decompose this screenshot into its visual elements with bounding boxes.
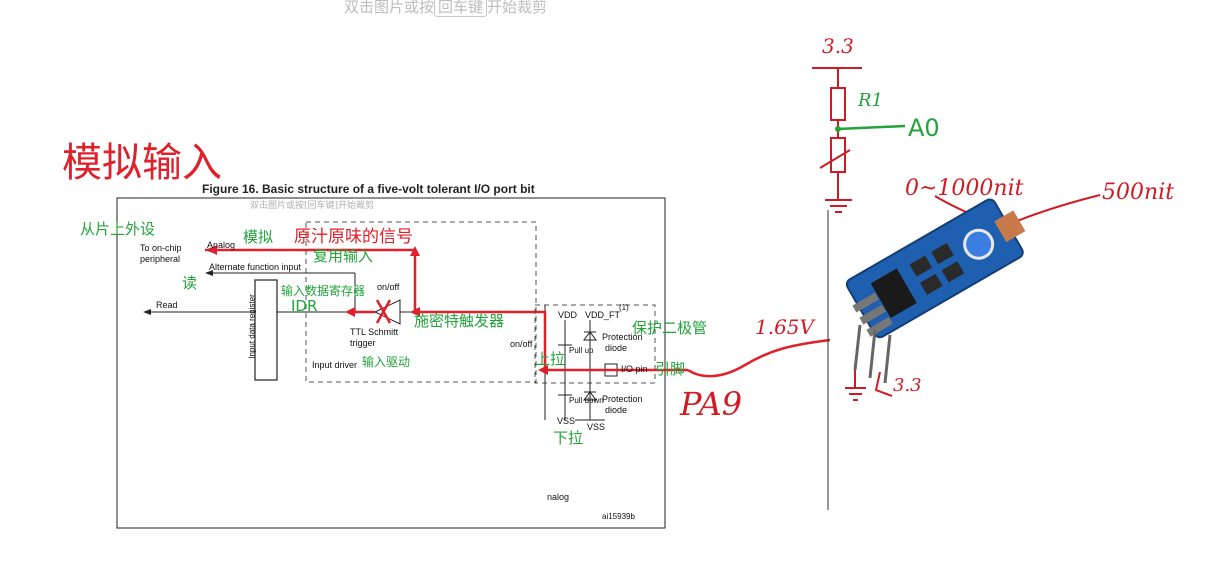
label-read: Read bbox=[156, 300, 178, 310]
label-vss-1: VSS bbox=[557, 416, 576, 426]
label-pull-up: Pull up bbox=[569, 346, 594, 355]
note-original-signal: 原汁原味的信号 bbox=[294, 227, 413, 247]
note-lux-500: 500nit bbox=[1102, 180, 1175, 205]
note-pin: 引脚 bbox=[655, 360, 686, 378]
note-a0: A0 bbox=[908, 114, 940, 142]
note-input-drive: 输入驱动 bbox=[362, 355, 411, 369]
label-vss-2: VSS bbox=[587, 422, 606, 432]
note-pa9: PA9 bbox=[680, 385, 743, 423]
note-multiplex-input: 复用输入 bbox=[313, 247, 374, 265]
label-on-off-1: on/off bbox=[377, 282, 400, 292]
label-trigger: trigger bbox=[350, 338, 376, 348]
note-simulate: 模拟 bbox=[243, 228, 274, 246]
label-peripheral: peripheral bbox=[140, 254, 181, 264]
label-protection-2a: Protection bbox=[602, 394, 643, 404]
label-analog: Analog bbox=[207, 240, 236, 250]
note-lux-range: 0~1000nit bbox=[905, 176, 1024, 201]
label-input-driver: Input driver bbox=[312, 360, 358, 370]
label-vdd: VDD bbox=[558, 310, 578, 320]
page-title: 模拟输入 bbox=[62, 140, 222, 186]
label-vdd-ft-note: (1) bbox=[619, 303, 629, 312]
label-figure-id: ai15939b bbox=[602, 512, 635, 521]
note-protect-diode: 保护二极管 bbox=[632, 319, 708, 337]
note-from-peripheral: 从片上外设 bbox=[80, 220, 156, 238]
input-data-register-box bbox=[254, 279, 278, 381]
note-schmitt: 施密特触发器 bbox=[414, 312, 505, 330]
crop-hint-suffix: 开始裁剪 bbox=[487, 0, 548, 16]
label-alternate-input: Alternate function input bbox=[209, 262, 302, 272]
note-pulldown: 下拉 bbox=[553, 429, 584, 447]
note-input-data-register: 输入数据寄存器 bbox=[281, 284, 366, 298]
note-read: 读 bbox=[182, 274, 198, 292]
label-protection-2b: diode bbox=[605, 405, 628, 415]
label-input-data-register: Input data register bbox=[247, 294, 257, 359]
label-ttl: TTL Schmitt bbox=[350, 327, 399, 337]
dashed-io-box bbox=[305, 221, 537, 383]
crop-hint-text: 双击图片或按 bbox=[344, 0, 435, 16]
note-33-bottom: 3.3 bbox=[893, 375, 922, 396]
label-nalog: nalog bbox=[547, 492, 570, 502]
note-pullup: 上拉 bbox=[535, 350, 566, 368]
note-33-top: 3.3 bbox=[822, 34, 854, 58]
photo-sensor-module bbox=[845, 198, 1026, 339]
note-idr: IDR bbox=[291, 297, 318, 315]
label-io-pin: I/O pin bbox=[621, 364, 648, 374]
crop-hint: 双击图片或按回车键开始裁剪 bbox=[344, 0, 547, 17]
note-r1: R1 bbox=[858, 90, 884, 111]
label-protection-1a: Protection bbox=[602, 332, 643, 342]
figure-title: Figure 16. Basic structure of a five-vol… bbox=[202, 182, 535, 196]
label-on-off-2: on/off bbox=[510, 339, 533, 349]
frame-gap bbox=[118, 199, 204, 317]
figure-frame bbox=[116, 197, 666, 529]
label-to-onchip: To on-chip bbox=[140, 243, 182, 253]
label-pull-down: Pull down bbox=[569, 396, 604, 405]
crop-hint-small: 双击图片或按[回车键]开始裁剪 bbox=[250, 201, 375, 211]
label-vdd-ft: VDD_FT bbox=[585, 310, 621, 320]
enter-key-label: 回车键 bbox=[434, 0, 488, 17]
label-protection-1b: diode bbox=[605, 343, 628, 353]
note-165v: 1.65V bbox=[755, 315, 814, 339]
